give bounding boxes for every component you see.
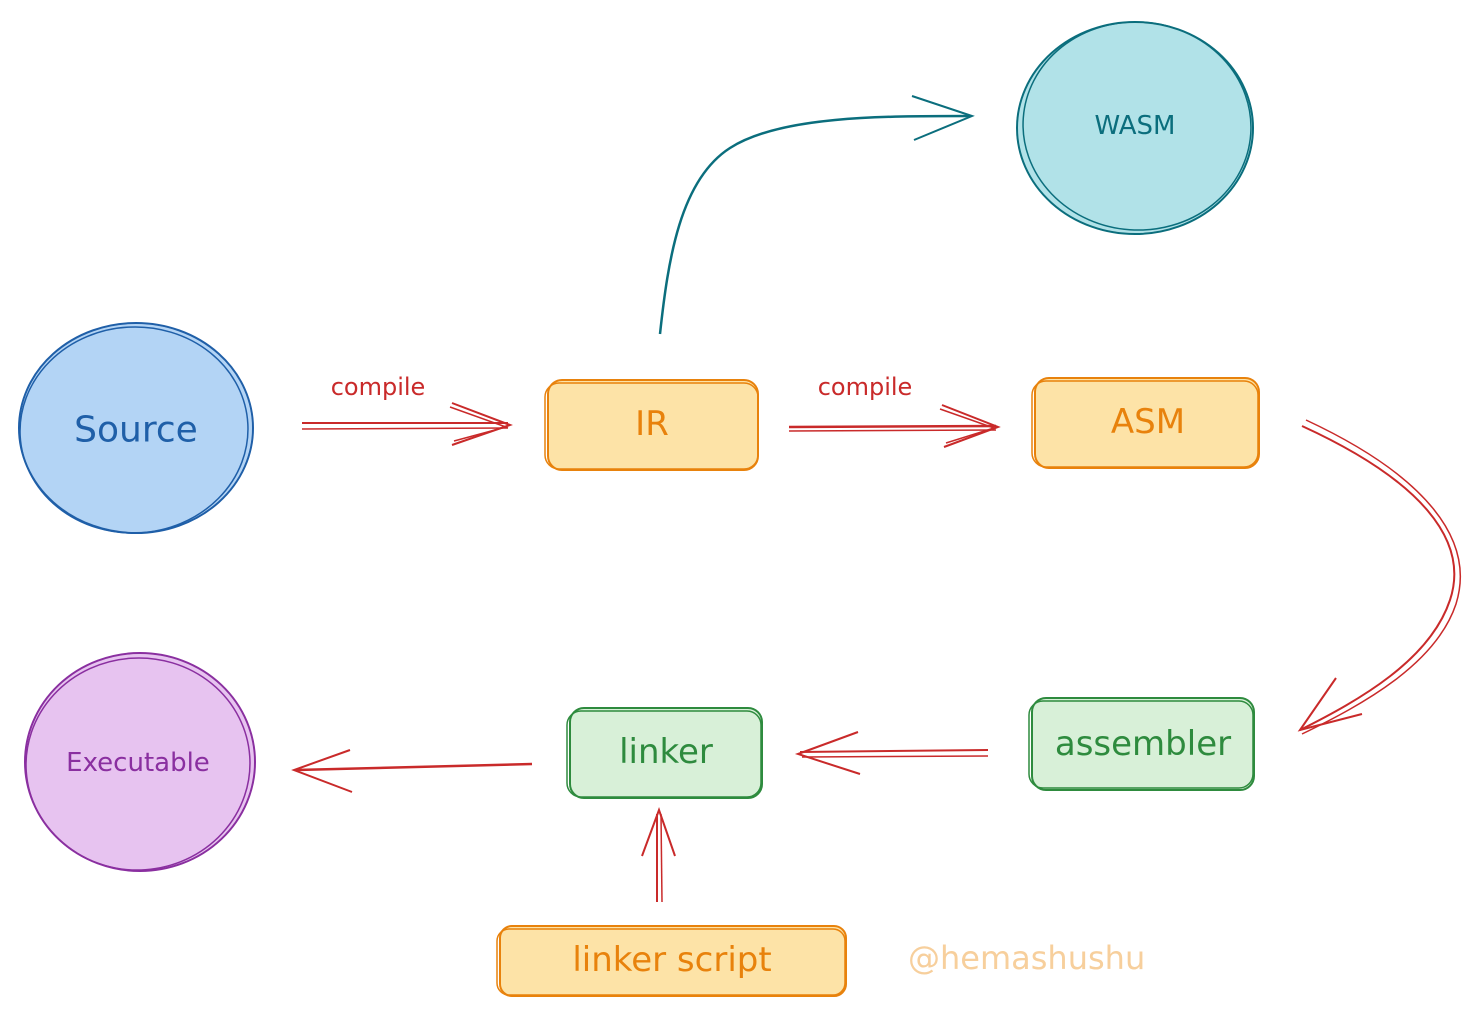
edge-ir-to-asm-line [788, 424, 997, 429]
source-node-outline-2 [19, 326, 249, 534]
edge-ir-to-asm-arrowhead-2 [939, 408, 997, 444]
edge-assembler-to-linker-arrowhead [794, 731, 861, 775]
assembler-node-outline [1031, 697, 1255, 791]
edge-ir-to-asm-label: compile [818, 373, 913, 401]
edge-script-to-linker-line-2 [660, 813, 663, 903]
linker-script-node-outline-2 [496, 928, 846, 996]
ir-node-fill [548, 380, 758, 470]
asm-node-label: ASM [1111, 402, 1185, 442]
linker-script-node: linker script [496, 925, 847, 997]
edge-script-to-linker-arrowhead [641, 807, 676, 857]
assembler-node-label: assembler [1055, 724, 1231, 764]
wasm-node-label: WASM [1094, 111, 1175, 141]
asm-node-outline-2 [1031, 380, 1259, 468]
linker-script-node-fill [500, 926, 846, 996]
edge-linker-to-executable [291, 749, 533, 793]
ir-node-outline-2 [544, 382, 759, 470]
asm-node: ASM [1031, 377, 1260, 469]
wasm-node-outline-2 [1022, 21, 1252, 231]
ir-node-label: IR [635, 404, 669, 444]
source-node: Source [18, 322, 254, 534]
watermark-text: @hemashushu [908, 939, 1145, 977]
edge-asm-to-assembler [1297, 419, 1461, 735]
linker-script-node-label: linker script [572, 940, 771, 980]
source-node-label: Source [74, 410, 198, 451]
edge-ir-to-wasm [658, 95, 975, 335]
linker-node-fill [570, 708, 762, 798]
edge-linker-to-executable-line [295, 762, 533, 772]
assembler-node-outline-2 [1028, 700, 1254, 789]
edge-ir-to-asm-arrowhead [941, 404, 1001, 448]
linker-node-outline [569, 707, 763, 799]
edge-source-to-ir: compile [301, 373, 513, 446]
edge-linker-to-executable-arrowhead [291, 749, 353, 793]
executable-node-fill [26, 654, 254, 870]
edge-asm-to-assembler-arrowhead [1297, 677, 1363, 732]
edge-asm-to-assembler-line-2 [1301, 419, 1461, 735]
executable-node-outline-2 [25, 657, 251, 871]
edge-assembler-to-linker [794, 731, 989, 775]
edge-asm-to-assembler-line [1299, 425, 1456, 731]
edge-ir-to-wasm-line [658, 114, 971, 335]
edge-source-to-ir-label: compile [331, 373, 426, 401]
edge-source-to-ir-arrowhead-2 [449, 406, 509, 442]
edge-assembler-to-linker-line [799, 749, 989, 753]
source-node-fill [20, 324, 252, 532]
linker-node-outline-2 [566, 710, 762, 798]
ir-node: IR [544, 379, 759, 471]
edge-ir-to-asm: compile [788, 373, 1001, 448]
linker-script-node-outline [499, 925, 847, 997]
edge-ir-to-wasm-arrowhead [911, 95, 975, 141]
executable-node: Executable [24, 652, 256, 872]
assembler-node-fill [1032, 698, 1254, 790]
wasm-node: WASM [1016, 21, 1254, 235]
executable-node-label: Executable [66, 748, 210, 778]
edge-script-to-linker [641, 807, 676, 903]
asm-node-outline [1034, 377, 1260, 469]
asm-node-fill [1035, 378, 1259, 468]
edge-assembler-to-linker-line-2 [801, 755, 989, 758]
linker-node-label: linker [619, 732, 713, 772]
edge-source-to-ir-line-2 [301, 427, 509, 430]
edge-ir-to-asm-line-2 [788, 429, 997, 432]
executable-node-outline [24, 652, 256, 872]
linker-node: linker [566, 707, 763, 799]
edge-source-to-ir-arrowhead [451, 402, 513, 446]
wasm-node-fill [1017, 23, 1253, 233]
assembler-node: assembler [1028, 697, 1255, 791]
